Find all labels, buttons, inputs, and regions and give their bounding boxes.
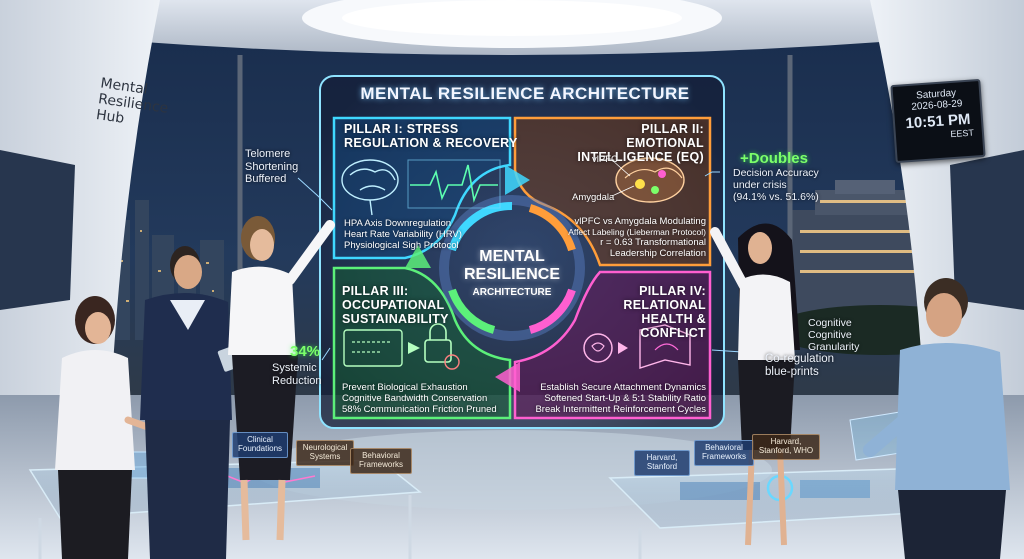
telomere-line-3: Buffered [245,173,287,186]
telomere-line-2: Shortening [245,160,299,173]
pillar-3-item: Cognitive Bandwidth Conservation [342,393,488,404]
granularity-callout: Cognitive Cognitive Granularity [808,317,859,353]
desk-tag-clinical: Clinical Foundations [232,432,288,458]
desk-tag-harvard-stanford-who: Harvard, Stanford, WHO [752,434,820,460]
telomere-callout: Telomere Shortening Buffered [245,148,298,186]
pillar-2-title: PILLAR II: EMOTIONAL INTELLIGENCE (EQ) [570,122,704,164]
pillar-3-item: Prevent Biological Exhaustion [342,382,468,393]
pillar-3-title-line-3: SUSTAINABILITY [342,312,449,326]
granularity-line-1: Cognitive [808,317,852,329]
desk-tag-behavioral-right: Behavioral Frameworks [694,440,754,466]
pillar-2-title-line-1: PILLAR II: EMOTIONAL [626,122,704,150]
pillar-4-item: Break Intermittent Reinforcement Cycles [535,404,706,415]
systemic-callout: Systemic Reduction [272,362,322,387]
systemic-line-1: Systemic [272,362,317,374]
systemic-line-2: Reduction [272,374,322,387]
pillar-4-title-line-2: RELATIONAL [623,298,706,312]
pillar-4-item: Establish Secure Attachment Dynamics [540,382,706,393]
doubles-line-2: under crisis [733,179,787,192]
pillar-3-title: PILLAR III: OCCUPATIONAL SUSTAINABILITY [342,284,449,326]
board-center-label: MENTAL RESILIENCE ARCHITECTURE [452,248,572,298]
hub-sign: Mental Resilience Hub [95,75,172,133]
pillar-1-item: Heart Rate Variability (HRV) [344,229,462,240]
telomere-line-1: Telomere [245,148,291,160]
doubles-line-3: (94.1% vs. 51.6%) [733,191,819,204]
pillar-1-title-line-1: PILLAR I: STRESS [344,122,459,136]
pillar-3-title-line-1: PILLAR III: [342,284,409,298]
doubles-headline: +Doubles [740,150,808,167]
pillar-3-items: Prevent Biological Exhaustion Cognitive … [342,382,497,415]
pillar-2-item: Affect Labeling (Lieberman Protocol) [568,227,706,237]
pillar-1-title-line-2: REGULATION & RECOVERY [344,136,518,150]
desk-tag-harvard-stanford: Harvard, Stanford [634,450,690,476]
coregulation-line-2: blue-prints [765,366,819,379]
board-title: MENTAL RESILIENCE ARCHITECTURE [360,84,690,103]
center-line-2: RESILIENCE [463,266,560,284]
pillar-3-item: 58% Communication Friction Pruned [342,404,497,415]
doubles-line-1: Decision Accuracy [733,167,819,179]
wall-clock: Saturday 2026-08-29 10:51 PM EEST [890,78,986,164]
pillar-1-item: HPA Axis Downregulation [344,218,452,229]
pillar-2-item: Leadership Correlation [609,248,706,259]
center-line-3: ARCHITECTURE [472,286,552,298]
pillar-1-title: PILLAR I: STRESS REGULATION & RECOVERY [344,122,518,150]
pillar-2-title-line-2: INTELLIGENCE (EQ) [577,150,704,164]
pillar-2-item: r = 0.63 Transformational [600,237,706,248]
granularity-line-2: Cognitive [808,329,852,342]
pillar-1-items: HPA Axis Downregulation Heart Rate Varia… [344,218,462,251]
vlpfc-label: vlPFC [592,154,618,165]
desk-tag-neurological: Neurological Systems [296,440,354,466]
pillar-1-item: Physiological Sigh Protocol [344,240,459,251]
systemic-headline: 34% [290,343,321,360]
coregulation-line-1: Co-regulation [765,353,835,365]
doubles-callout: Decision Accuracy under crisis (94.1% vs… [733,167,819,203]
pillar-2-item: vlPFC vs Amygdala Modulating [574,216,706,227]
pillar-4-items: Establish Secure Attachment Dynamics Sof… [520,382,706,415]
granularity-line-3: Granularity [808,341,860,354]
pillar-4-title: PILLAR IV: RELATIONAL HEALTH & CONFLICT [582,284,706,340]
desk-tag-behavioral-left: Behavioral Frameworks [350,448,412,474]
coregulation-callout: Co-regulation blue-prints [765,353,834,379]
pillar-4-item: Softened Start-Up & 5:1 Stability Ratio [544,393,706,404]
pillar-3-title-line-2: OCCUPATIONAL [342,298,445,312]
pillar-2-items: vlPFC vs Amygdala Modulating Affect Labe… [560,216,706,259]
center-line-1: MENTAL [479,248,545,265]
pillar-4-title-line-3: HEALTH & CONFLICT [640,312,706,340]
amygdala-label: Amygdala [572,192,615,203]
pillar-4-title-line-1: PILLAR IV: [639,284,706,298]
